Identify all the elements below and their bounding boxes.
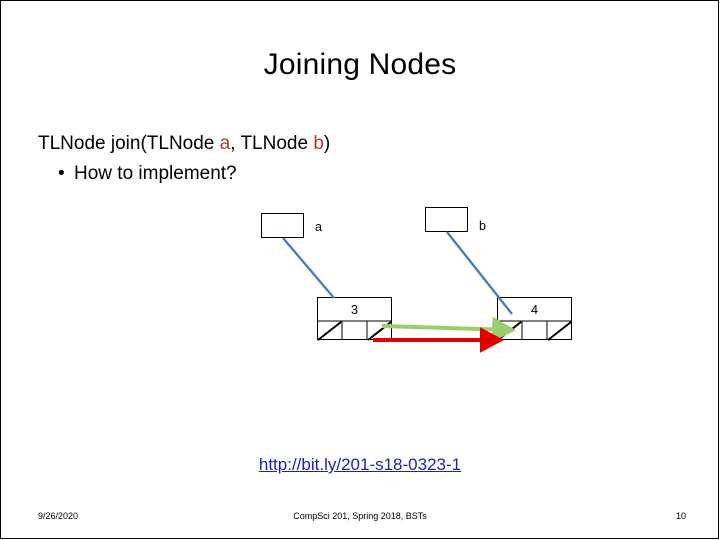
node-value-4: 4: [530, 302, 539, 317]
node-box-b: [425, 207, 468, 232]
signature-suffix: ): [323, 133, 331, 154]
footer-course: CompSci 201, Spring 2018, BSTs: [293, 511, 427, 521]
signature-param-a: a: [219, 133, 231, 154]
signature-prefix: TLNode join(TLNode: [38, 133, 220, 154]
bullet-marker: •: [58, 162, 65, 184]
signature-middle: , TLNode: [230, 133, 314, 154]
node-box-a: [261, 213, 304, 238]
reference-link[interactable]: http://bit.ly/201-s18-0323-1: [258, 455, 462, 474]
node-label-b: b: [479, 219, 486, 233]
bullet-label: How to implement?: [74, 162, 237, 184]
node-label-a: a: [315, 220, 322, 234]
footer-page-number: 10: [675, 511, 686, 521]
page-title: Joining Nodes: [263, 48, 457, 81]
method-signature: TLNode join(TLNode a, TLNode b) • How to …: [38, 131, 330, 186]
footer-date: 9/26/2020: [38, 511, 79, 521]
signature-param-b: b: [313, 133, 324, 154]
node-value-3: 3: [350, 302, 359, 317]
bullet-item: • How to implement?: [38, 161, 330, 187]
